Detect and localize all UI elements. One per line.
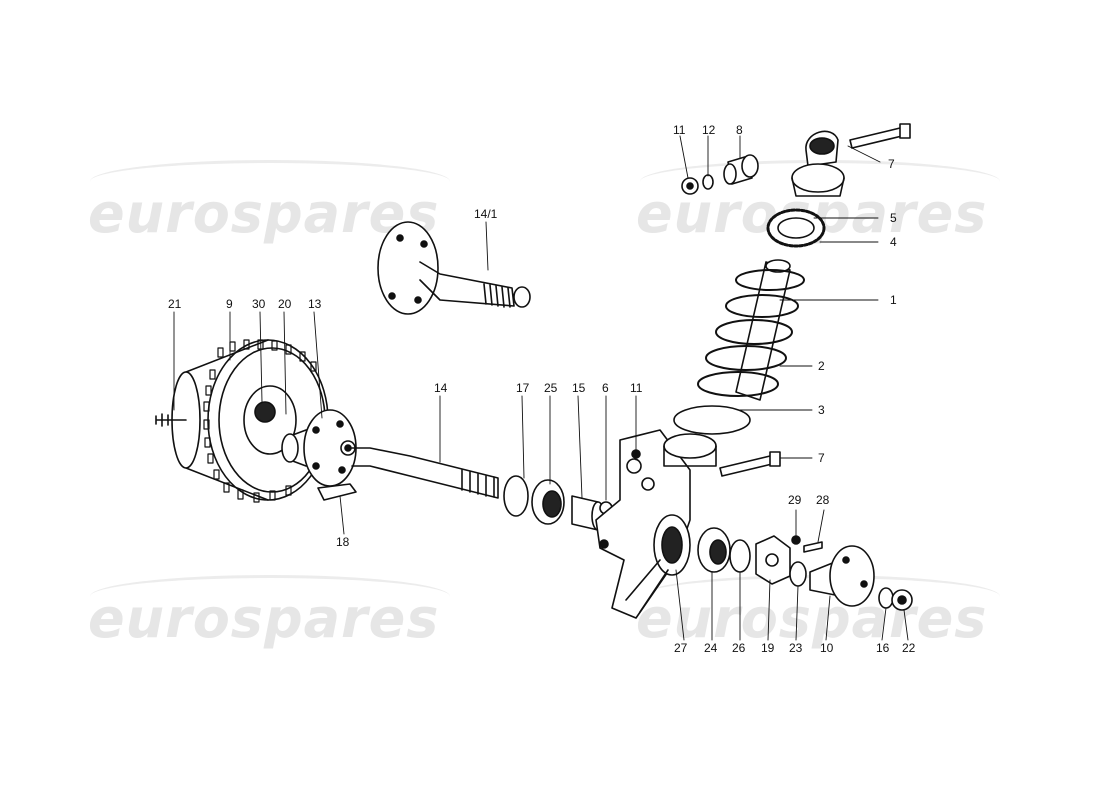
callout-1: 1 [890, 293, 897, 307]
shock-absorber-assembly [663, 130, 845, 467]
nut [681, 177, 699, 195]
callout-25: 25 [544, 381, 558, 395]
callout-11-upper: 11 [673, 123, 686, 137]
leader-lines [173, 135, 909, 641]
watermark-text: eurospares [88, 587, 440, 650]
brake-disc [171, 339, 329, 503]
callout-14: 14 [434, 381, 448, 395]
small-nut [791, 535, 801, 545]
callout-13: 13 [308, 297, 322, 311]
watermark-swoosh [90, 575, 450, 618]
half-shaft-assembly [377, 221, 531, 315]
watermark-text: eurospares [636, 587, 988, 650]
callout-9: 9 [226, 297, 233, 311]
outer-bearing [697, 527, 731, 573]
flange-plate [755, 535, 791, 585]
seal-ring [503, 475, 529, 517]
mounting-bolt [849, 123, 911, 149]
seal-ring [729, 539, 751, 573]
bolt-key [317, 483, 357, 501]
callout-27: 27 [674, 641, 688, 655]
callout-4: 4 [890, 235, 897, 249]
callout-29: 29 [788, 493, 802, 507]
callout-17: 17 [516, 381, 530, 395]
callout-16: 16 [876, 641, 890, 655]
drive-shaft [351, 447, 499, 499]
nut [626, 458, 642, 474]
mounting-bolt [719, 451, 781, 477]
callout-18: 18 [336, 535, 350, 549]
callout-7-lower: 7 [818, 451, 825, 465]
callout-22: 22 [902, 641, 916, 655]
callout-10: 10 [820, 641, 834, 655]
callout-23: 23 [789, 641, 803, 655]
callout-15: 15 [572, 381, 586, 395]
callout-14-1: 14/1 [474, 207, 498, 221]
small-bolt [803, 541, 823, 553]
callout-3: 3 [818, 403, 825, 417]
watermark-swoosh [90, 160, 450, 203]
callout-8: 8 [736, 123, 743, 137]
callout-19: 19 [761, 641, 775, 655]
callout-30: 30 [252, 297, 266, 311]
callout-28: 28 [816, 493, 830, 507]
castle-nut [891, 589, 913, 611]
callout-11-lower: 11 [630, 381, 643, 395]
callout-12: 12 [702, 123, 716, 137]
wheel-stud [155, 413, 187, 427]
oil-seal [789, 561, 807, 587]
callout-21: 21 [168, 297, 182, 311]
callout-26: 26 [732, 641, 746, 655]
washer [878, 587, 894, 609]
callout-2: 2 [818, 359, 825, 373]
callout-5: 5 [890, 211, 897, 225]
callout-labels: 21 9 30 20 13 14/1 14 17 25 15 6 11 18 1… [168, 123, 916, 655]
callout-7-upper: 7 [888, 157, 895, 171]
callout-6: 6 [602, 381, 609, 395]
hub-carrier [595, 429, 691, 619]
bearing [531, 479, 565, 525]
bushing [723, 154, 759, 185]
callout-24: 24 [704, 641, 718, 655]
callout-20: 20 [278, 297, 292, 311]
watermark-text: eurospares [88, 182, 440, 245]
drive-flange [809, 545, 875, 607]
washer [702, 174, 714, 190]
